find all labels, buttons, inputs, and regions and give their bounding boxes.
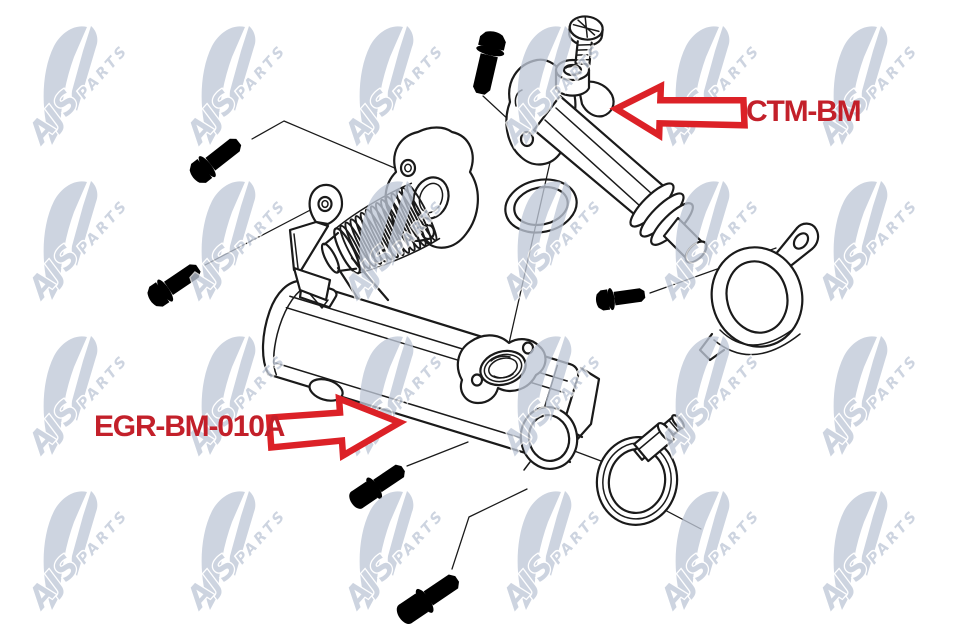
arrow-left-icon (609, 80, 748, 141)
watermark-sail-band-icon (229, 181, 256, 266)
watermark-sail-band-icon (545, 491, 572, 576)
watermark-sail-icon (675, 336, 719, 455)
flanged-socket-bolt-bottom (391, 567, 465, 630)
watermark-sail-band-icon (545, 26, 572, 111)
slotted-screw (568, 15, 604, 66)
watermark-sail-band-icon (71, 26, 98, 111)
watermark-sail-band-icon (229, 336, 256, 421)
watermark-sail-icon (517, 26, 561, 145)
watermark-sail-icon (43, 181, 87, 300)
watermark-sail-band-icon (387, 26, 414, 111)
watermark-sail-icon (201, 181, 245, 300)
hose-clamp (595, 414, 685, 526)
watermark-sail-band-icon (703, 181, 730, 266)
watermark-sail-icon (359, 26, 403, 145)
watermark-sail-band-icon (387, 336, 414, 421)
watermark-logo: AJS PARTS (177, 26, 292, 153)
watermark-sail-icon (43, 491, 87, 610)
watermark-sail-band-icon (71, 491, 98, 576)
watermark-sail-band-icon (387, 181, 414, 266)
watermark-sail-icon (43, 26, 87, 145)
mounting-bracket (288, 183, 344, 309)
watermark-sail-icon (517, 336, 561, 455)
watermark-sail-icon (201, 336, 245, 455)
watermark-sail-icon (201, 491, 245, 610)
watermark-logo: AJS PARTS (809, 336, 924, 463)
watermark-logo: AJS PARTS (493, 181, 608, 308)
watermark-sail-icon (201, 26, 245, 145)
watermark-sail-icon (517, 181, 561, 300)
clamp-hex-bolt (594, 283, 647, 313)
watermark-sail-band-icon (703, 336, 730, 421)
watermark-sail-band-icon (545, 336, 572, 421)
watermark-sail-icon (675, 181, 719, 300)
part-label-annotations: CTM-BM EGR-BM-010A (94, 80, 862, 461)
watermark-logo: AJS PARTS (19, 181, 134, 308)
watermark-sail-icon (833, 491, 877, 610)
watermark-logo: AJS PARTS (177, 491, 292, 618)
watermark-logo: AJS PARTS (651, 491, 766, 618)
watermark-sail-band-icon (545, 181, 572, 266)
egr-annotation: EGR-BM-010A (94, 393, 408, 461)
watermark-sail-band-icon (71, 336, 98, 421)
watermark-logo: AJS PARTS (809, 26, 924, 153)
watermark-logo: AJS PARTS (809, 181, 924, 308)
watermark-logo: AJS PARTS (177, 336, 292, 463)
valve-mounting-hex-bolt (466, 28, 509, 98)
watermark-sail-band-icon (703, 26, 730, 111)
watermark-sail-band-icon (703, 491, 730, 576)
arrow-right-icon (265, 393, 408, 461)
technical-line-drawing (143, 15, 820, 630)
watermark-sail-icon (675, 491, 719, 610)
watermark-sail-band-icon (861, 181, 888, 266)
watermark-sail-band-icon (229, 491, 256, 576)
watermark-sail-icon (359, 181, 403, 300)
watermark-sail-icon (517, 491, 561, 610)
watermark-logo: AJS PARTS (493, 491, 608, 618)
watermark-sail-band-icon (861, 336, 888, 421)
watermark-sail-icon (359, 491, 403, 610)
part-label-ctm: CTM-BM (746, 95, 860, 128)
watermark-sail-band-icon (861, 491, 888, 576)
watermark-logo: AJS PARTS (19, 491, 134, 618)
watermark-sail-band-icon (861, 26, 888, 111)
watermark-logo: AJS PARTS (19, 26, 134, 153)
watermark-logo: AJS PARTS (651, 26, 766, 153)
watermark-logo: AJS PARTS (177, 181, 292, 308)
watermark-sail-icon (833, 26, 877, 145)
watermark-sail-icon (833, 181, 877, 300)
ctm-annotation: CTM-BM (609, 80, 862, 141)
watermark-logo: AJS PARTS (809, 491, 924, 618)
watermark-sail-band-icon (71, 181, 98, 266)
watermark-sail-icon (833, 336, 877, 455)
watermark-sail-band-icon (229, 26, 256, 111)
watermark-sail-icon (43, 336, 87, 455)
part-label-egr: EGR-BM-010A (94, 410, 285, 443)
watermark-sail-band-icon (387, 491, 414, 576)
